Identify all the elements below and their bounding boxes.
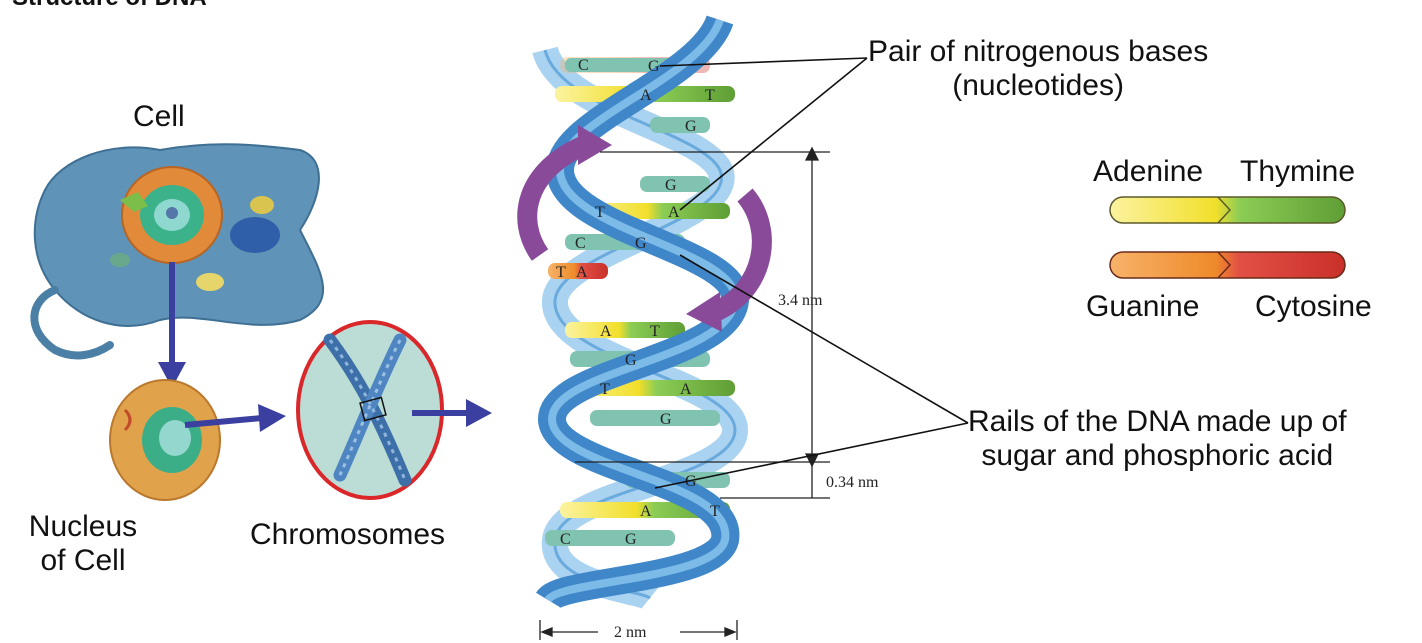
svg-text:A: A	[680, 381, 692, 398]
spacing-label: 0.34 nm	[826, 474, 879, 491]
svg-text:C: C	[575, 235, 586, 252]
nucleus-illustration	[110, 380, 220, 500]
svg-text:A: A	[576, 264, 588, 281]
svg-text:C: C	[560, 531, 571, 548]
svg-text:G: G	[685, 118, 697, 135]
label-guanine: Guanine	[1086, 290, 1199, 324]
svg-text:T: T	[710, 503, 720, 520]
svg-text:T: T	[650, 323, 660, 340]
label-thymine: Thymine	[1240, 155, 1355, 189]
dna-helix: C G A T G G T A C G T A A T G T A G G A …	[527, 20, 762, 600]
svg-text:A: A	[600, 323, 612, 340]
svg-text:A: A	[640, 503, 652, 520]
pitch-label: 3.4 nm	[778, 292, 823, 309]
label-cell: Cell	[133, 100, 185, 134]
label-rails: Rails of the DNA made up of sugar and ph…	[968, 405, 1347, 473]
label-pair-bases: Pair of nitrogenous bases (nucleotides)	[868, 35, 1208, 103]
svg-text:T: T	[600, 381, 610, 398]
svg-text:A: A	[640, 87, 652, 104]
label-nucleus: Nucleus of Cell	[8, 510, 158, 578]
svg-text:G: G	[648, 58, 660, 75]
svg-text:A: A	[668, 204, 680, 221]
width-label: 2 nm	[614, 624, 647, 641]
svg-text:T: T	[705, 87, 715, 104]
label-chromosomes: Chromosomes	[250, 518, 445, 552]
base-key	[1110, 197, 1345, 278]
cell-illustration	[34, 144, 323, 355]
svg-text:T: T	[595, 204, 605, 221]
svg-text:C: C	[578, 57, 589, 74]
svg-text:T: T	[556, 264, 566, 281]
svg-text:G: G	[625, 352, 637, 369]
label-adenine: Adenine	[1093, 155, 1203, 189]
svg-text:G: G	[660, 411, 672, 428]
svg-text:G: G	[665, 177, 677, 194]
svg-text:G: G	[625, 531, 637, 548]
label-cytosine: Cytosine	[1255, 290, 1372, 324]
svg-text:G: G	[635, 235, 647, 252]
